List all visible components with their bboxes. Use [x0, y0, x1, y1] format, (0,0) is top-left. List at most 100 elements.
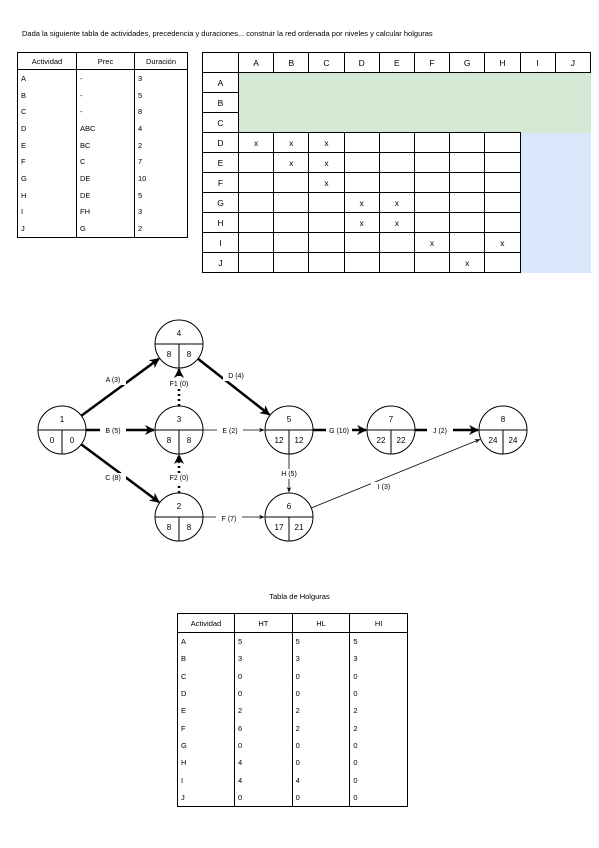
matrix-cell [520, 92, 556, 113]
matrix-cell [484, 112, 520, 133]
matrix-cell [449, 72, 485, 93]
node-late-time: 12 [295, 436, 304, 445]
node-early-time: 8 [167, 436, 172, 445]
matrix-cell [520, 152, 556, 173]
matrix-cell [555, 232, 591, 253]
matrix-cell [238, 72, 274, 93]
table-cell: 2 [349, 719, 408, 737]
edge-label: A (3) [106, 377, 121, 384]
table-cell: 2 [234, 702, 293, 720]
edge-label: J (2) [433, 428, 447, 435]
edge-label: F (7) [222, 516, 237, 523]
node-5: 5 12 12 [264, 405, 314, 455]
table-cell: 0 [349, 736, 408, 755]
matrix-column-header: J [554, 52, 592, 73]
header-hl: HL [291, 613, 351, 633]
matrix-cell [555, 152, 591, 173]
matrix-cell [308, 92, 345, 113]
matrix-row: C [202, 112, 591, 133]
matrix-cell [520, 172, 556, 193]
matrix-cell [555, 112, 591, 133]
edge-label: B (5) [105, 428, 120, 435]
table-cell: 2 [291, 719, 351, 737]
header-duracion: Duración [134, 52, 188, 70]
node-early-time: 12 [275, 436, 284, 445]
node-number: 2 [177, 502, 182, 511]
table-cell: 8 [134, 103, 188, 121]
edge-label-bg [100, 426, 126, 436]
matrix-cell [308, 72, 345, 93]
table-cell: 4 [291, 771, 351, 789]
matrix-cell [238, 92, 274, 113]
edge-label: C (8) [105, 475, 121, 482]
table-cell: H [177, 754, 235, 772]
table-cell: 3 [234, 650, 293, 668]
table-cell: 3 [349, 650, 408, 668]
table-cell: 5 [291, 632, 351, 651]
node-early-time: 22 [377, 436, 386, 445]
edge-D-arrow [197, 357, 271, 416]
edge-label: D (4) [228, 373, 244, 380]
header-hi: HI [349, 613, 408, 633]
matrix-cell [273, 112, 309, 133]
matrix-cell [520, 212, 556, 233]
table-row: C-8 [17, 103, 188, 121]
node-number: 7 [389, 415, 394, 424]
table-cell: 0 [349, 788, 408, 807]
matrix-cell [555, 212, 591, 233]
table-cell: 5 [134, 86, 188, 104]
matrix-cell [238, 112, 274, 133]
matrix-cell [273, 72, 309, 93]
table-cell: 5 [234, 632, 293, 651]
header-actividad: Actividad [177, 613, 235, 633]
matrix-cell [484, 72, 520, 93]
table-cell: C [177, 667, 235, 685]
edge-label: G (10) [329, 428, 349, 435]
edge-I-arrow [311, 439, 481, 509]
matrix-cell [379, 112, 415, 133]
table-cell: 3 [291, 650, 351, 668]
node-number: 5 [287, 415, 292, 424]
table-cell: 0 [349, 754, 408, 772]
matrix-cell [414, 72, 450, 93]
edge-label-bg [217, 426, 243, 436]
edge-label: E (2) [222, 428, 237, 435]
edge-label: I (3) [378, 484, 390, 491]
matrix-cell [344, 92, 380, 113]
matrix-cell [414, 92, 450, 113]
table-cell: 0 [291, 684, 351, 703]
node-number: 1 [60, 415, 65, 424]
table-cell: D [177, 684, 235, 703]
edge-A-arrow [80, 357, 160, 417]
table-cell: 7 [134, 153, 188, 171]
matrix-cell [273, 92, 309, 113]
table-cell: 0 [349, 771, 408, 789]
table-cell: 2 [291, 702, 351, 720]
edge-label: F1 (0) [170, 381, 189, 388]
matrix-cell [379, 92, 415, 113]
table-cell: 2 [349, 702, 408, 720]
matrix-cell [555, 72, 591, 93]
edge-label-bg [100, 473, 126, 483]
matrix-cell [449, 92, 485, 113]
edge-label-bg [100, 375, 126, 385]
